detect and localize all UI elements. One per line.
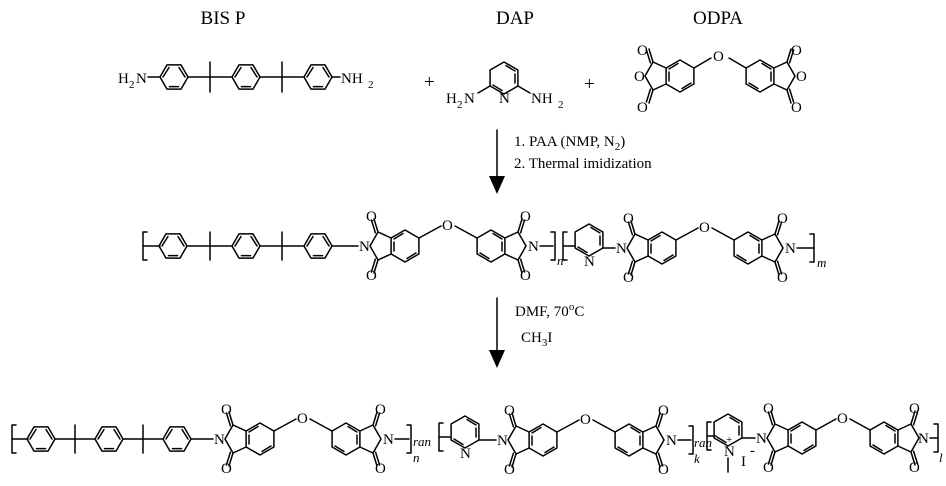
p2-ether-o-1: O	[297, 411, 308, 427]
p1-pyridine-n: N	[584, 254, 595, 270]
step1-line2: 2. Thermal imidization	[514, 156, 652, 172]
p2-imide-o-1b: O	[221, 461, 232, 477]
header-odpa: ODPA	[693, 8, 743, 29]
step2-line1: DMF, 70oC	[515, 301, 584, 320]
odpa-bridge-o: O	[713, 49, 724, 65]
polyimide-structure: N O O O O O N n N N O O O O O N m	[142, 209, 826, 286]
p2-pyridinium-n: N	[724, 444, 735, 460]
p2-imide-o-2a: O	[375, 402, 386, 418]
bisp-h-left-subscript: 2	[129, 79, 135, 91]
p2-index-n: n	[413, 450, 420, 465]
p2-imide-n-2: N	[383, 432, 394, 448]
header-bisp: BIS P	[201, 8, 246, 29]
p2-imide-n-6: N	[918, 431, 929, 447]
p2-iodide-charge: -	[750, 443, 755, 459]
p1-imide-n-2: N	[528, 239, 539, 255]
dap-structure: H 2 N N NH 2	[446, 61, 564, 111]
p2-ran-2: ran	[694, 435, 712, 450]
bisp-nh2-right-subscript: 2	[368, 79, 374, 91]
p1-ether-o-1: O	[442, 218, 453, 234]
odpa-carbonyl-o-rb: O	[791, 100, 802, 116]
p1-imide-o-3a: O	[623, 211, 634, 227]
p2-imide-n-4: N	[666, 433, 677, 449]
p2-imide-o-5b: O	[763, 460, 774, 476]
plus-sign-2: +	[584, 74, 595, 95]
p1-imide-o-2b: O	[520, 268, 531, 284]
step1-line1: 1. PAA (NMP, N2)	[514, 134, 625, 153]
header-dap: DAP	[496, 8, 534, 29]
odpa-carbonyl-o-lb: O	[637, 100, 648, 116]
p2-imide-n-1: N	[214, 432, 225, 448]
p2-index-l: l	[939, 450, 943, 465]
p1-index-m: m	[817, 255, 826, 270]
p2-ether-o-3: O	[837, 411, 848, 427]
p1-imide-o-4a: O	[777, 211, 788, 227]
p2-imide-o-3a: O	[504, 403, 515, 419]
dap-ring-n: N	[499, 91, 510, 107]
dap-nh2-right: NH	[531, 91, 553, 107]
dap-nh2-left-subscript: 2	[457, 99, 463, 111]
odpa-carbonyl-o-rt: O	[791, 43, 802, 59]
dap-nh2-left-n: N	[464, 91, 475, 107]
p2-imide-o-4a: O	[658, 403, 669, 419]
odpa-ring-o-right: O	[796, 69, 807, 85]
p1-imide-o-4b: O	[777, 270, 788, 286]
reaction-arrow-1	[488, 129, 506, 195]
methylated-polyimide-structure: N O O O O O N ran n N N O O O O O N ran …	[11, 401, 943, 478]
p2-imide-n-3: N	[497, 433, 508, 449]
p2-iodide: I	[741, 454, 746, 470]
reaction-arrow-2	[488, 297, 506, 369]
p2-imide-o-6a: O	[909, 401, 920, 417]
p1-imide-o-2a: O	[520, 209, 531, 225]
p1-imide-o-1b: O	[366, 268, 377, 284]
p2-imide-o-4b: O	[658, 462, 669, 478]
p2-imide-o-3b: O	[504, 462, 515, 478]
p2-imide-o-5a: O	[763, 401, 774, 417]
odpa-carbonyl-o-lt: O	[637, 43, 648, 59]
p2-imide-o-6b: O	[909, 460, 920, 476]
p1-imide-n-1: N	[359, 239, 370, 255]
dap-nh2-left-h: H	[446, 91, 457, 107]
step2-line2: CH3I	[521, 330, 552, 349]
p1-ether-o-2: O	[699, 220, 710, 236]
p2-index-k: k	[694, 451, 700, 466]
p2-ran-1: ran	[413, 434, 431, 449]
p2-imide-o-1a: O	[221, 402, 232, 418]
dap-nh2-right-subscript: 2	[558, 99, 564, 111]
p2-imide-o-2b: O	[375, 461, 386, 477]
p1-index-n: n	[557, 253, 564, 268]
odpa-ring-o-left: O	[634, 69, 645, 85]
p2-ether-o-2: O	[580, 412, 591, 428]
bisp-nh2-right: NH	[341, 71, 363, 87]
p1-imide-n-3: N	[616, 241, 627, 257]
plus-sign-1: +	[424, 72, 435, 93]
bisp-n-left: N	[136, 71, 147, 87]
bisp-structure: H 2 N NH 2	[118, 61, 374, 93]
p2-pyridinium-charge: +	[726, 434, 732, 446]
p2-imide-n-5: N	[756, 431, 767, 447]
p1-imide-o-3b: O	[623, 270, 634, 286]
p2-pyridine-n: N	[460, 446, 471, 462]
odpa-structure: O O O O O O O	[634, 43, 807, 116]
bisp-h-left: H	[118, 71, 129, 87]
p1-imide-n-4: N	[785, 241, 796, 257]
p1-imide-o-1a: O	[366, 209, 377, 225]
